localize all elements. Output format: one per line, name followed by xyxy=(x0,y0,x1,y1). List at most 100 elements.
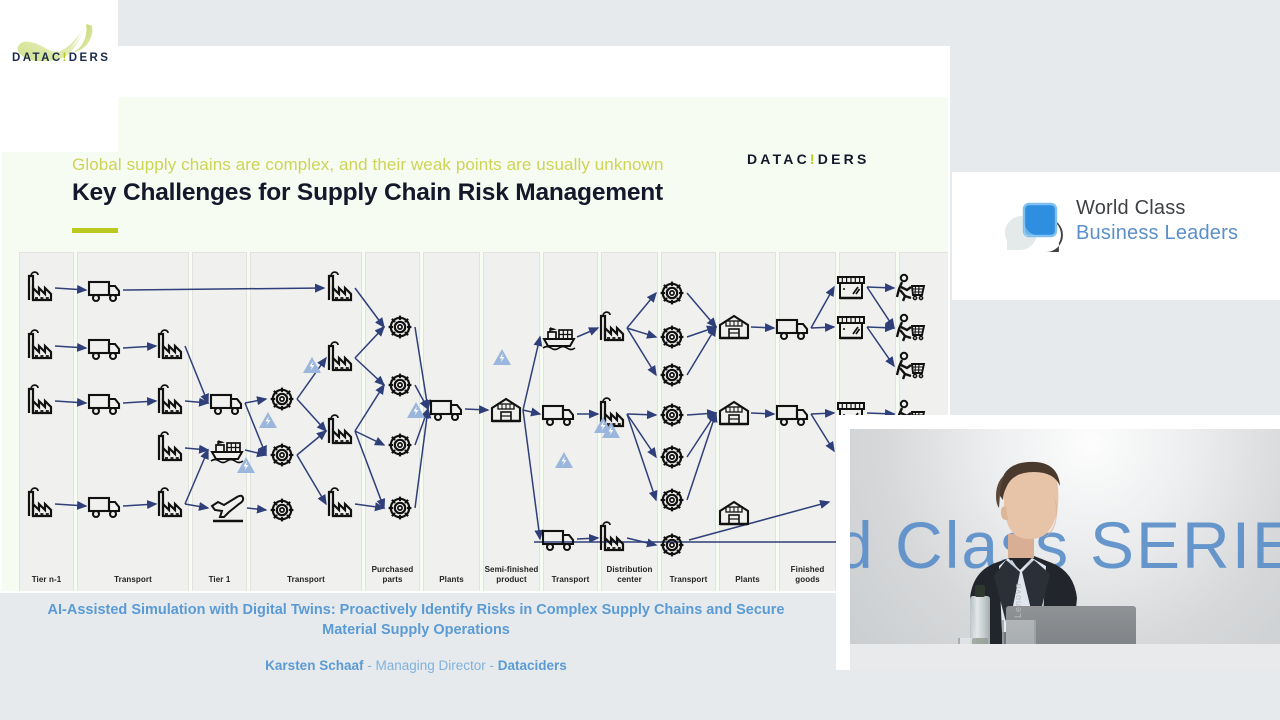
diagram-flow-arrow xyxy=(184,345,209,405)
diagram-node-ship xyxy=(210,440,244,464)
diagram-flow-arrow xyxy=(354,502,386,512)
diagram-node-truck xyxy=(775,318,809,341)
diagram-column-tier-1: Tier 1 xyxy=(192,252,247,591)
session-caption: AI-Assisted Simulation with Digital Twin… xyxy=(0,600,832,673)
diagram-node-gear xyxy=(387,432,413,458)
diagram-flow-arrow xyxy=(414,407,432,509)
diagram-column-label: Transport xyxy=(114,575,152,584)
datacider-swoosh-logo-icon xyxy=(17,24,93,62)
diagram-flow-arrow xyxy=(626,413,658,502)
diagram-flow-arrow xyxy=(686,411,717,458)
diagram-node-plane xyxy=(210,494,245,523)
diagram-node-factory xyxy=(157,384,183,415)
diagram-flow-arrow xyxy=(122,500,158,510)
risk-warning-icon xyxy=(259,412,277,428)
diagram-node-truck xyxy=(209,393,243,416)
diagram-flow-arrow xyxy=(244,396,268,406)
diagram-node-warehouse xyxy=(718,400,750,426)
diagram-node-warehouse xyxy=(718,500,750,526)
diagram-flow-arrow xyxy=(354,357,386,387)
diagram-flow-arrow xyxy=(54,397,88,407)
diagram-node-gear xyxy=(659,532,685,558)
diagram-flow-arrow xyxy=(576,327,600,338)
diagram-flow-arrow xyxy=(626,291,657,329)
diagram-flow-arrow xyxy=(686,292,717,329)
diagram-flow-arrow xyxy=(522,409,544,541)
diagram-bypass-arrow xyxy=(122,283,326,293)
desk-surface xyxy=(850,644,1280,670)
diagram-flow-arrow xyxy=(866,286,895,330)
diagram-flow-arrow xyxy=(354,287,385,329)
diagram-flow-arrow xyxy=(810,408,836,418)
diagram-node-shop xyxy=(836,315,866,340)
diagram-node-gear xyxy=(387,314,413,340)
diagram-node-factory xyxy=(27,271,53,302)
diagram-node-truck xyxy=(429,399,463,422)
datacider-logo-tile: DATAC!DERS xyxy=(0,0,118,152)
diagram-flow-arrow xyxy=(686,411,718,501)
diagram-node-shopper xyxy=(895,351,926,381)
diagram-flow-arrow xyxy=(184,502,210,511)
diagram-flow-arrow xyxy=(686,409,718,419)
speaker-sep-1: - xyxy=(363,658,376,673)
page-title: Key Challenges for Supply Chain Risk Man… xyxy=(72,179,663,206)
diagram-column-label: Transport xyxy=(551,575,590,584)
diagram-node-shopper xyxy=(895,273,926,303)
diagram-flow-arrow xyxy=(464,405,490,415)
diagram-node-gear xyxy=(387,495,413,521)
slide-brand-wordmark: DATAC!DERS xyxy=(747,151,870,167)
diagram-node-gear xyxy=(659,324,685,350)
diagram-flow-arrow xyxy=(246,504,268,514)
wcbl-wordmark: World Class Business Leaders xyxy=(1076,196,1238,246)
diagram-flow-arrow xyxy=(626,413,657,459)
diagram-flow-arrow xyxy=(354,383,385,432)
video-frame[interactable]: d Class SERIE xyxy=(850,429,1280,670)
diagram-flow-arrow xyxy=(54,500,88,510)
diagram-flow-arrow xyxy=(626,327,658,339)
risk-warning-icon xyxy=(555,452,573,468)
diagram-column-label: Tier n-1 xyxy=(31,575,62,584)
diagram-node-factory xyxy=(327,487,353,518)
diagram-flow-arrow xyxy=(354,430,386,446)
title-underline-rule xyxy=(72,228,118,233)
diagram-column-label: Plants xyxy=(439,575,464,584)
diagram-node-truck xyxy=(87,280,121,303)
speaker-name: Karsten Schaaf xyxy=(265,658,364,673)
diagram-flow-arrow xyxy=(750,409,776,419)
diagram-node-truck xyxy=(775,404,809,427)
diagram-flow-arrow xyxy=(244,402,267,457)
speaker-sep-2: - xyxy=(485,658,498,673)
diagram-node-gear xyxy=(269,386,295,412)
wcbl-card-underlay xyxy=(952,286,1280,300)
diagram-flow-arrow xyxy=(686,325,717,376)
diagram-flow-arrow xyxy=(522,335,543,411)
diagram-node-warehouse xyxy=(490,397,522,423)
diagram-node-factory xyxy=(27,487,53,518)
diagram-flow-arrow xyxy=(810,413,835,453)
diagram-node-factory xyxy=(27,329,53,360)
diagram-flow-arrow xyxy=(296,356,327,400)
risk-warning-icon xyxy=(303,357,321,373)
diagram-column-label: Plants xyxy=(735,575,760,584)
risk-warning-icon xyxy=(493,349,511,365)
diagram-flow-arrow xyxy=(122,342,158,352)
risk-warning-icon xyxy=(407,402,425,418)
diagram-node-shop xyxy=(836,275,866,300)
diagram-node-warehouse xyxy=(718,314,750,340)
diagram-column-label: Transport xyxy=(669,575,708,584)
diagram-flow-arrow xyxy=(184,448,209,505)
speaker-line: Karsten Schaaf - Managing Director - Dat… xyxy=(0,658,832,673)
diagram-flow-arrow xyxy=(244,448,268,458)
world-class-business-leaders-card: World Class Business Leaders xyxy=(952,172,1280,286)
diagram-flow-arrow xyxy=(866,409,896,419)
diagram-flow-arrow xyxy=(576,533,600,543)
diagram-node-gear xyxy=(659,280,685,306)
speaker-video-tile[interactable]: d Class SERIE xyxy=(836,415,1280,670)
slide-content: Global supply chains are complex, and th… xyxy=(2,97,948,591)
diagram-node-factory xyxy=(327,341,353,372)
